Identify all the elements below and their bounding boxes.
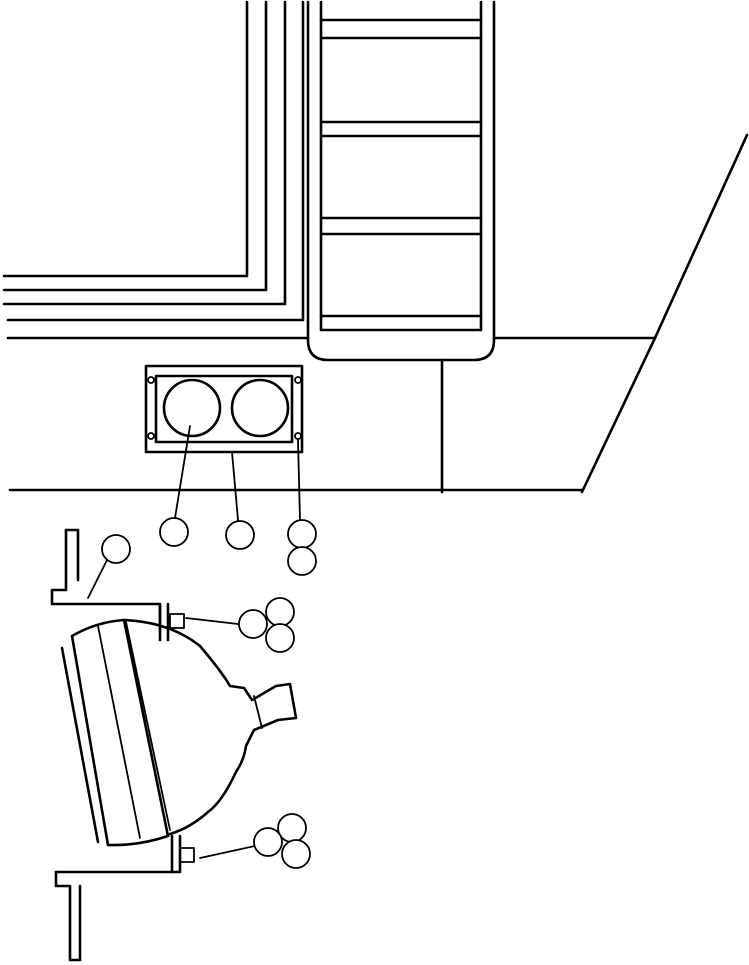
callouts: [101, 517, 317, 869]
callout-balloon: [265, 597, 295, 627]
leader-lines: [87, 425, 301, 859]
lamp-lens-left: [162, 378, 222, 438]
callout-balloon: [238, 609, 268, 639]
callout-balloon: [281, 839, 311, 869]
callout-balloon: [265, 623, 295, 653]
callout-balloon: [101, 534, 131, 564]
lamp-plate-assembly: [144, 364, 304, 454]
callout-balloon: [159, 517, 189, 547]
callout-balloon: [287, 519, 317, 549]
work-lamp: [50, 528, 298, 962]
lamp-lens-right: [230, 378, 290, 438]
callout-balloon: [225, 520, 255, 550]
ladder: [306, 0, 496, 362]
machine-body: [2, 0, 749, 494]
callout-balloon: [253, 827, 283, 857]
callout-balloon: [287, 546, 317, 576]
